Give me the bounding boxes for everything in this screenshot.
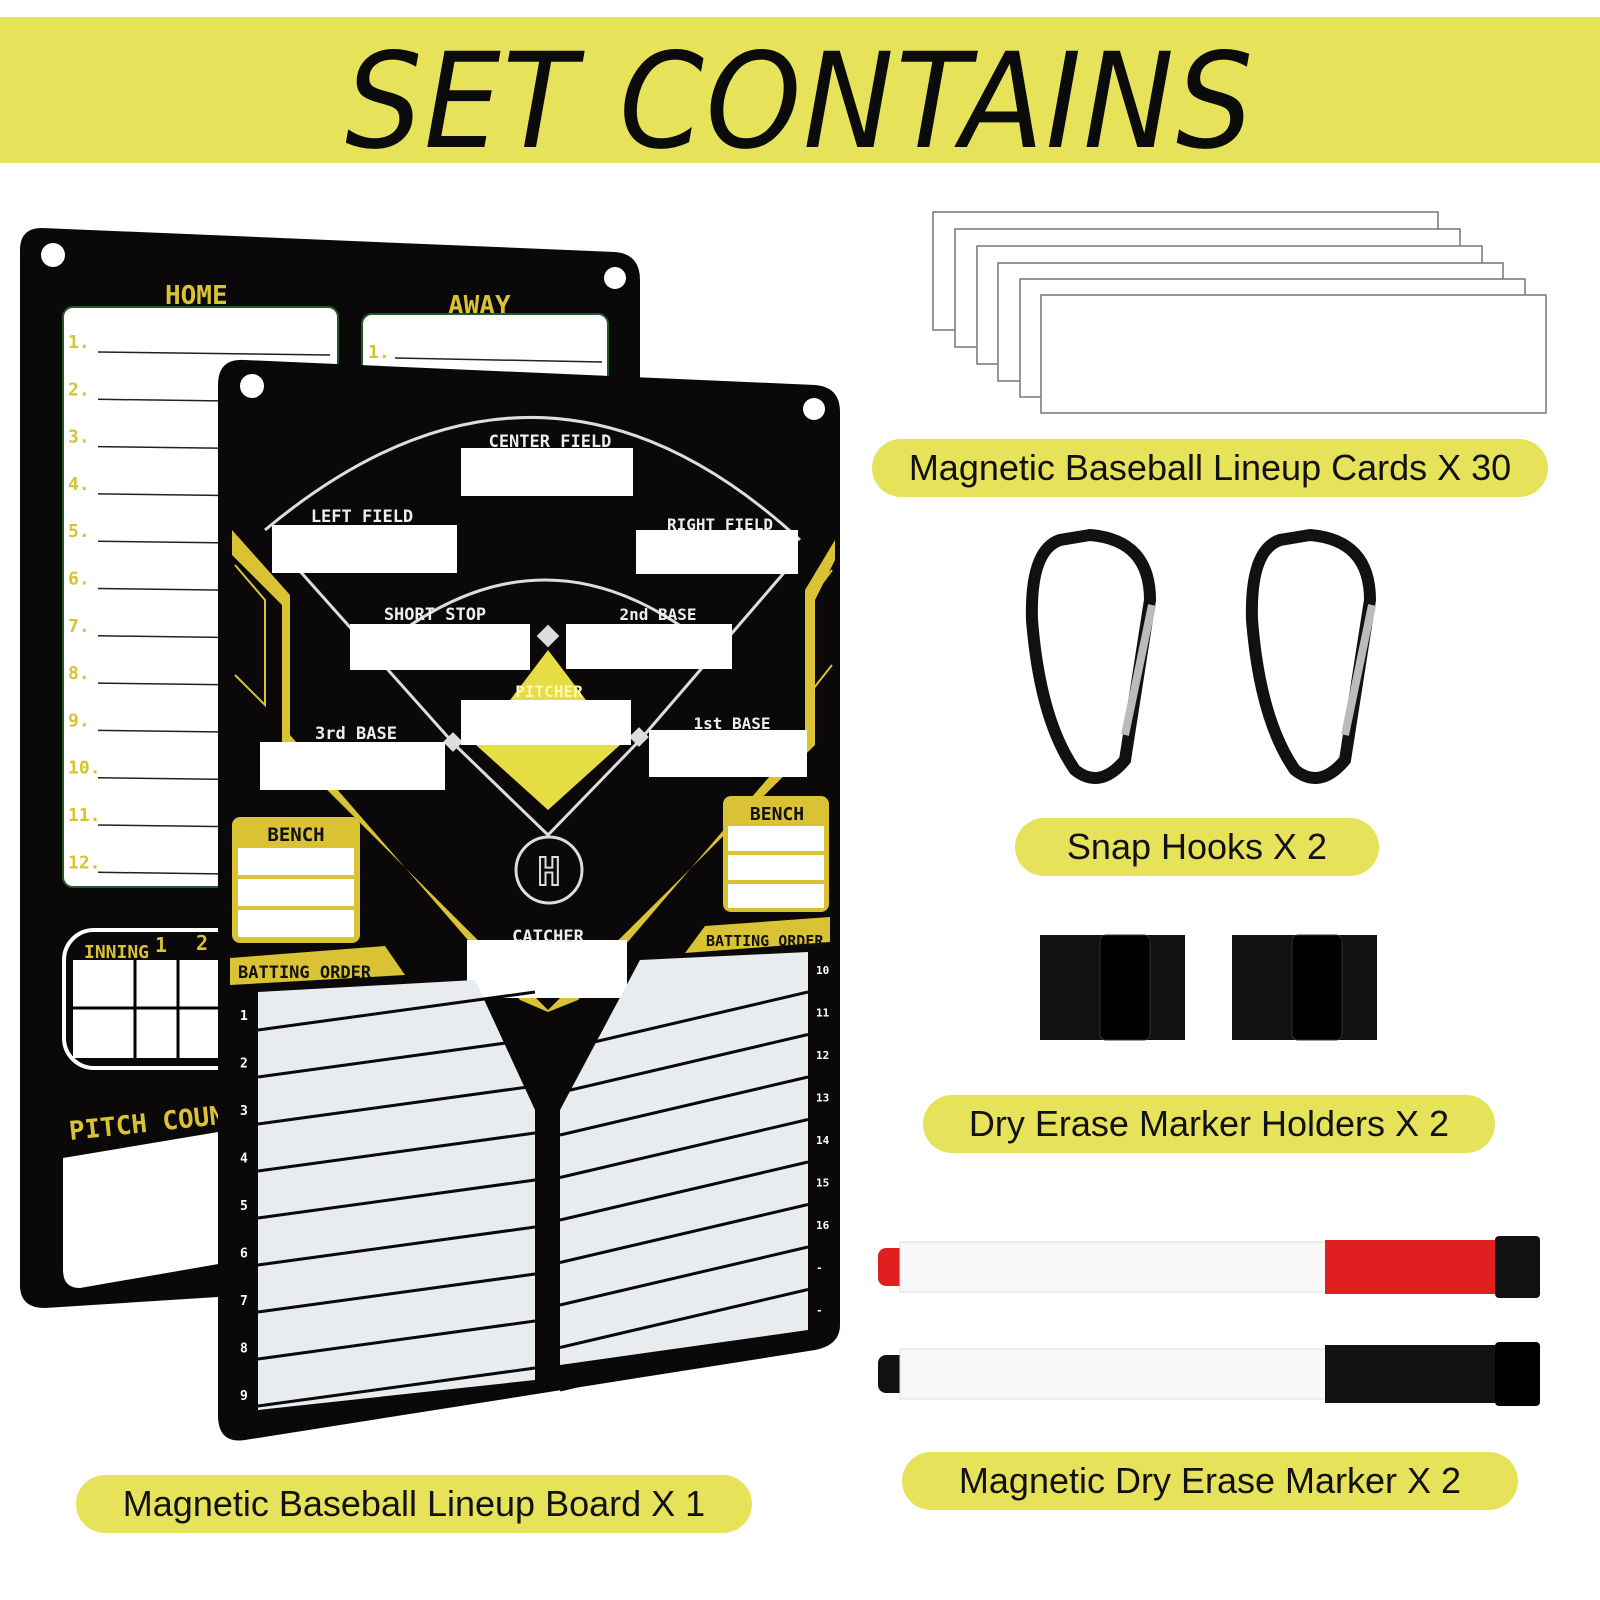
lineup-number: 10. [68, 758, 101, 779]
batting-row-line [559, 1288, 809, 1349]
batting-number: - [816, 1304, 823, 1317]
batting-order-right-list: 10 11 12 13 14 15 16 - - [559, 964, 830, 1392]
front-board: H CENTER FIELD LEFT FIELD RIGHT FIELD SH… [218, 359, 840, 1441]
batting-row-line [257, 1131, 536, 1173]
bench-left-label: BENCH [267, 824, 324, 846]
batting-row-line [559, 1330, 809, 1392]
lineup-number: 4. [68, 474, 90, 495]
batting-number: 3 [240, 1104, 248, 1119]
bench-right-label: BENCH [750, 804, 804, 825]
title-banner: SET CONTAINS [0, 17, 1600, 179]
batting-order-left-label: BATTING ORDER [238, 963, 372, 983]
catcher-label: CATCHER [512, 927, 584, 947]
lineup-number: 2. [68, 379, 90, 400]
third-base-label: 3rd BASE [315, 724, 397, 744]
lineup-number: 8. [68, 663, 90, 684]
lineup-line[interactable] [97, 351, 331, 356]
board-label: Magnetic Baseball Lineup Board X 1 [76, 1475, 752, 1533]
away-number: 1. [368, 342, 390, 363]
lineup-number: 5. [68, 521, 90, 542]
inning-number: 1 [155, 933, 167, 957]
snap-hook-icon [1025, 528, 1157, 784]
batting-number: 2 [240, 1057, 248, 1072]
batting-number: 9 [240, 1389, 248, 1404]
inning-label: INNING [84, 942, 149, 963]
batting-number: 14 [816, 1134, 830, 1147]
lineup-number: 12. [68, 852, 101, 873]
batting-row-line [257, 1225, 536, 1267]
holders-label: Dry Erase Marker Holders X 2 [923, 1095, 1495, 1153]
batting-number: 15 [816, 1177, 829, 1190]
pitcher-label: PITCHER [515, 682, 583, 701]
lineup-number: 7. [68, 616, 90, 637]
batting-number: 16 [816, 1219, 830, 1232]
marker-holder-icon [1040, 934, 1185, 1041]
batting-order-right-label: BATTING ORDER [706, 932, 824, 950]
batting-number: 4 [240, 1152, 248, 1167]
lineup-number: 9. [68, 710, 90, 731]
batting-number: 11 [816, 1007, 830, 1020]
lineup-number: 11. [68, 805, 101, 826]
batting-row-line [559, 990, 809, 1052]
black-marker-icon [878, 1342, 1540, 1406]
batting-number: 7 [240, 1294, 248, 1309]
hooks-label: Snap Hooks X 2 [1015, 818, 1379, 876]
logo-h-icon: H [538, 850, 561, 894]
batting-row-line [559, 1033, 809, 1094]
batting-number: - [816, 1262, 823, 1275]
batting-number: 1 [240, 1009, 248, 1024]
red-marker-icon [878, 1236, 1540, 1298]
batting-number: 12 [816, 1049, 829, 1062]
batting-number: 5 [240, 1199, 248, 1214]
marker-holder-icon [1232, 934, 1377, 1041]
batting-row-line [257, 1084, 536, 1126]
batting-row-line [559, 1245, 809, 1307]
batting-row-line [257, 990, 536, 1032]
batting-row-line [257, 1178, 536, 1220]
right-field-label: RIGHT FIELD [667, 515, 773, 534]
lineup-cards-stack [932, 211, 1547, 414]
markers-label: Magnetic Dry Erase Marker X 2 [902, 1452, 1518, 1510]
batting-row-line [559, 1203, 809, 1264]
center-field-label: CENTER FIELD [489, 432, 612, 452]
snap-hook-icon [1245, 528, 1377, 784]
batting-row-line [559, 1160, 809, 1222]
batting-row-line [257, 1319, 536, 1361]
batting-row-line [257, 1366, 536, 1408]
second-base-label: 2nd BASE [619, 605, 696, 624]
lineup-number: 6. [68, 569, 90, 590]
batting-number: 8 [240, 1342, 248, 1357]
batting-row-line [257, 1037, 536, 1079]
batting-order-left-list: 1 2 3 4 5 6 7 8 9 [240, 990, 536, 1408]
cards-label: Magnetic Baseball Lineup Cards X 30 [872, 439, 1548, 497]
lineup-number: 3. [68, 427, 90, 448]
short-stop-label: SHORT STOP [384, 605, 486, 625]
batting-number: 13 [816, 1092, 829, 1105]
batting-number: 6 [240, 1247, 248, 1262]
batting-row-line [559, 1118, 809, 1179]
batting-row-line [559, 1075, 809, 1137]
home-plate-logo [514, 835, 584, 905]
lineup-number: 1. [68, 332, 90, 353]
banner-title: SET CONTAINS [345, 25, 1255, 179]
batting-row-line [257, 1272, 536, 1314]
inning-number: 2 [196, 931, 208, 955]
left-field-label: LEFT FIELD [311, 507, 413, 527]
batting-number: 10 [816, 964, 829, 977]
first-base-label: 1st BASE [693, 714, 770, 733]
